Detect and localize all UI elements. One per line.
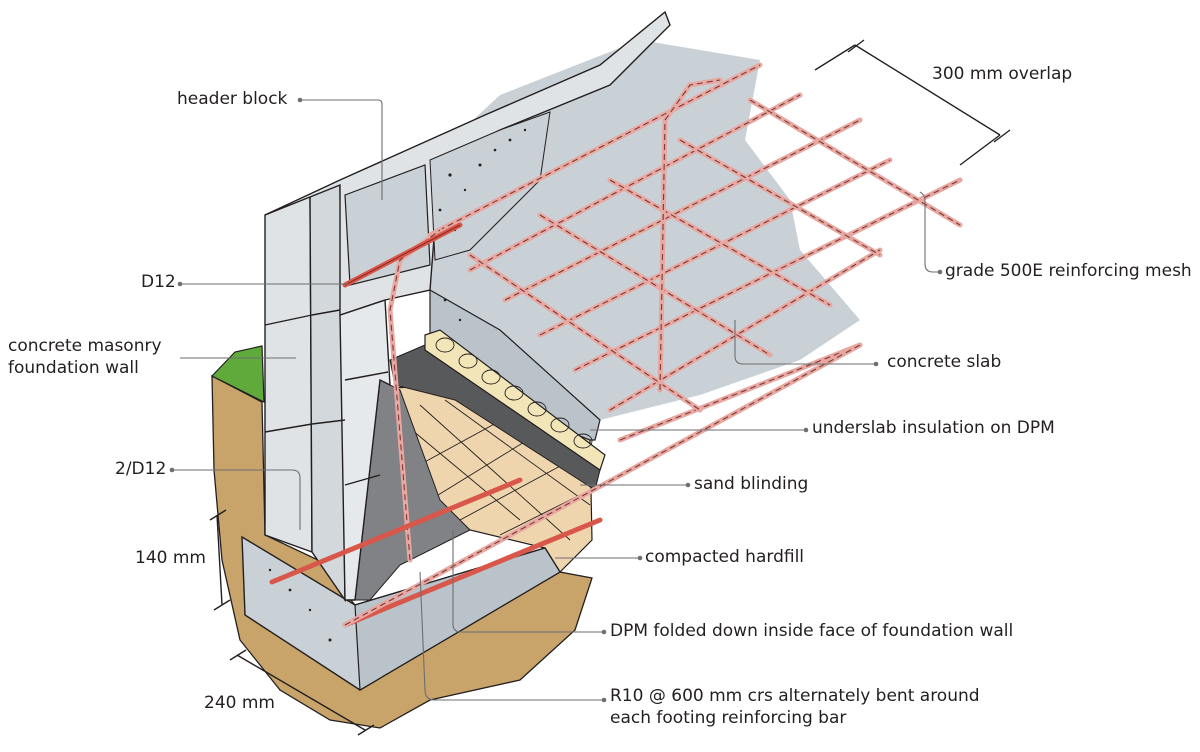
label-dpm-folded: DPM folded down inside face of foundatio… — [610, 621, 1014, 641]
masonry-wall-front — [264, 193, 313, 553]
d12-bar-core — [344, 224, 461, 286]
label-r10-line1: R10 @ 600 mm crs alternately bent around — [610, 686, 980, 706]
label-underslab-insulation: underslab insulation on DPM — [812, 418, 1055, 438]
leader-dots — [169, 97, 943, 703]
label-r10-line2: each footing reinforcing bar — [610, 708, 847, 728]
label-reinforcing-mesh: grade 500E reinforcing mesh — [945, 261, 1192, 281]
footing-bar-2 — [342, 517, 603, 628]
dpm-folded-down — [354, 379, 471, 601]
reinforcing-mesh — [427, 62, 963, 443]
leader-lines — [172, 99, 940, 701]
label-300mm-overlap: 300 mm overlap — [932, 64, 1073, 84]
grass — [211, 345, 265, 403]
dimension-lines — [209, 39, 1011, 736]
label-2-d12: 2/D12 — [115, 459, 167, 479]
label-240mm: 240 mm — [204, 693, 275, 713]
label-concrete-slab: concrete slab — [887, 352, 1002, 372]
label-sand-blinding: sand blinding — [694, 474, 809, 494]
label-masonry-wall-line1: concrete masonry — [8, 336, 162, 356]
masonry-joints — [264, 309, 389, 486]
label-header-block: header block — [177, 89, 288, 109]
label-compacted-hardfill: compacted hardfill — [645, 547, 805, 567]
grout-speckle — [268, 128, 527, 642]
label-140mm: 140 mm — [135, 548, 206, 568]
r10-starter-bar-core — [389, 79, 721, 561]
footing-bar-1 — [269, 477, 523, 585]
insulation-pattern — [435, 337, 593, 449]
label-d12: D12 — [141, 272, 176, 292]
label-masonry-wall-line2: foundation wall — [8, 358, 139, 378]
